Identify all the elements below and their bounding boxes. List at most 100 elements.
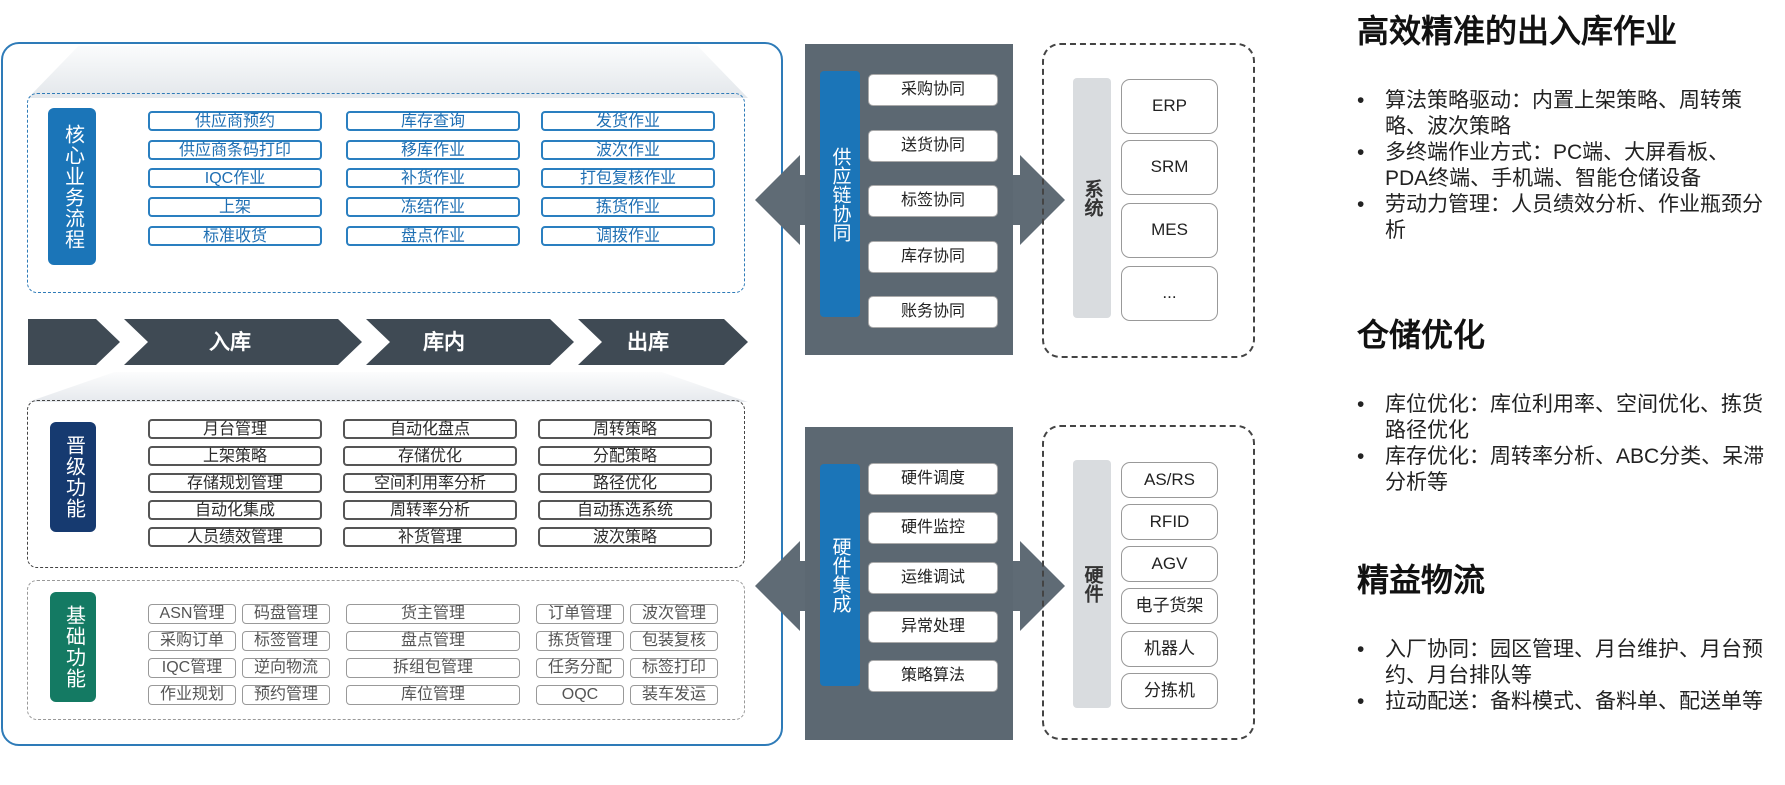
hardware-integration-item: 异常处理 [868,611,998,643]
bullet-item: • 库存优化：周转率分析、ABC分类、呆滞分析等 [1357,444,1767,496]
core-backdrop [28,46,748,98]
bullet-text: 库存优化：周转率分析、ABC分类、呆滞分析等 [1385,445,1765,494]
core-item: 冻结作业 [346,197,520,217]
systems-label: 系统 [1073,78,1111,318]
basic-item: 采购订单 [148,631,236,651]
basic-item: OQC [536,685,624,705]
core-item: 打包复核作业 [541,168,715,188]
basic-item: 拆组包管理 [346,658,520,678]
basic-item: 标签管理 [242,631,330,651]
advanced-functions-section [27,400,745,568]
advanced-functions-label: 晋级功能 [50,422,96,532]
advanced-item: 周转率分析 [343,500,517,520]
advanced-item: 人员绩效管理 [148,527,322,547]
hardware-integration-item: 策略算法 [868,660,998,692]
system-item: ... [1121,266,1218,321]
core-item: 库存查询 [346,111,520,131]
advanced-item: 波次策略 [538,527,712,547]
process-arrow-start [28,319,120,365]
core-item: 上架 [148,197,322,217]
core-business-section [27,93,745,293]
bullet-text: 算法策略驱动：内置上架策略、周转策略、波次策略 [1385,89,1742,138]
process-flow-band: 入库 库内 出库 [28,319,748,365]
supply-chain-item: 送货协同 [868,130,998,162]
advanced-item: 路径优化 [538,473,712,493]
core-business-label: 核心业务流程 [48,108,96,265]
hardware-item: 电子货架 [1121,588,1218,624]
systems-frame [1042,43,1255,358]
panel-heading-lean-logistics: 精益物流 [1357,562,1486,598]
basic-item: 盘点管理 [346,631,520,651]
supply-chain-item: 账务协同 [868,296,998,328]
core-item: 补货作业 [346,168,520,188]
basic-item: ASN管理 [148,604,236,624]
basic-item: 逆向物流 [242,658,330,678]
bullet-item: •拉动配送：备料模式、备料单、配送单等 [1357,689,1767,715]
bullet-item: •多终端作业方式：PC端、大屏看板、PDA终端、手机端、智能仓储设备 [1357,140,1767,192]
process-arrow-outbound [578,319,748,365]
hardware-label: 硬件 [1073,460,1111,708]
system-item: SRM [1121,140,1218,195]
bullet-item: • 入厂协同：园区管理、月台维护、月台预约、月台排队等 [1357,637,1767,689]
core-item: 发货作业 [541,111,715,131]
core-item: 供应商预约 [148,111,322,131]
hardware-integration-item: 运维调试 [868,562,998,594]
supply-chain-item: 标签协同 [868,185,998,217]
core-item: 波次作业 [541,140,715,160]
supply-chain-label: 供应链协同 [820,71,860,317]
panel-heading-warehouse-optimization: 仓储优化 [1357,317,1486,353]
advanced-item: 自动化盘点 [343,419,517,439]
bullet-dot: • [1357,638,1365,661]
supply-chain-item: 采购协同 [868,74,998,106]
advanced-item: 自动化集成 [148,500,322,520]
advanced-backdrop [28,372,748,402]
hardware-integration-label: 硬件集成 [820,464,860,686]
core-item: 标准收货 [148,226,322,246]
basic-item: 装车发运 [630,685,718,705]
core-item: 移库作业 [346,140,520,160]
bullet-text: 入厂协同：园区管理、月台维护、月台预约、月台排队等 [1385,638,1763,687]
bullet-text: 劳动力管理：人员绩效分析、作业瓶颈分析 [1385,193,1763,242]
basic-item: 拣货管理 [536,631,624,651]
core-item: 调拨作业 [541,226,715,246]
advanced-item: 自动拣选系统 [538,500,712,520]
panel-heading-inbound-outbound: 高效精准的出入库作业 [1357,13,1678,49]
advanced-item: 周转策略 [538,419,712,439]
core-item: IQC作业 [148,168,322,188]
core-item: 供应商条码打印 [148,140,322,160]
advanced-item: 上架策略 [148,446,322,466]
advanced-item: 补货管理 [343,527,517,547]
panel-bullets-lean-logistics: • 入厂协同：园区管理、月台维护、月台预约、月台排队等 •拉动配送：备料模式、备料… [1357,637,1767,715]
bullet-item: • 库位优化：库位利用率、空间优化、拣货路径优化 [1357,392,1767,444]
bullet-dot: • [1357,193,1365,216]
basic-item: 包装复核 [630,631,718,651]
basic-item: 作业规划 [148,685,236,705]
bullet-dot: • [1357,393,1365,416]
system-item: MES [1121,203,1218,258]
basic-item: IQC管理 [148,658,236,678]
basic-item: 货主管理 [346,604,520,624]
process-arrow-inbound [124,319,362,365]
bullet-text: 多终端作业方式：PC端、大屏看板、PDA终端、手机端、智能仓储设备 [1385,141,1730,190]
hardware-item: 分拣机 [1121,673,1218,709]
bullet-dot: • [1357,690,1365,713]
panel-bullets-inbound-outbound: •算法策略驱动：内置上架策略、周转策略、波次策略 •多终端作业方式：PC端、大屏… [1357,88,1767,244]
bullet-text: 库位优化：库位利用率、空间优化、拣货路径优化 [1385,393,1763,442]
supply-chain-item: 库存协同 [868,241,998,273]
basic-item: 库位管理 [346,685,520,705]
advanced-item: 存储优化 [343,446,517,466]
basic-item: 订单管理 [536,604,624,624]
platform-frame [1,42,783,746]
basic-functions-label: 基础功能 [50,592,96,702]
hardware-item: AS/RS [1121,462,1218,498]
bullet-dot: • [1357,445,1365,468]
advanced-item: 分配策略 [538,446,712,466]
process-arrow-internal [366,319,574,365]
process-stage-label: 库内 [423,330,465,354]
bullet-item: • 劳动力管理：人员绩效分析、作业瓶颈分析 [1357,192,1767,244]
bullet-item: •算法策略驱动：内置上架策略、周转策略、波次策略 [1357,88,1767,140]
panel-bullets-warehouse-optimization: • 库位优化：库位利用率、空间优化、拣货路径优化 • 库存优化：周转率分析、ABC分… [1357,392,1767,496]
hardware-frame [1042,425,1255,740]
advanced-item: 存储规划管理 [148,473,322,493]
basic-item: 标签打印 [630,658,718,678]
